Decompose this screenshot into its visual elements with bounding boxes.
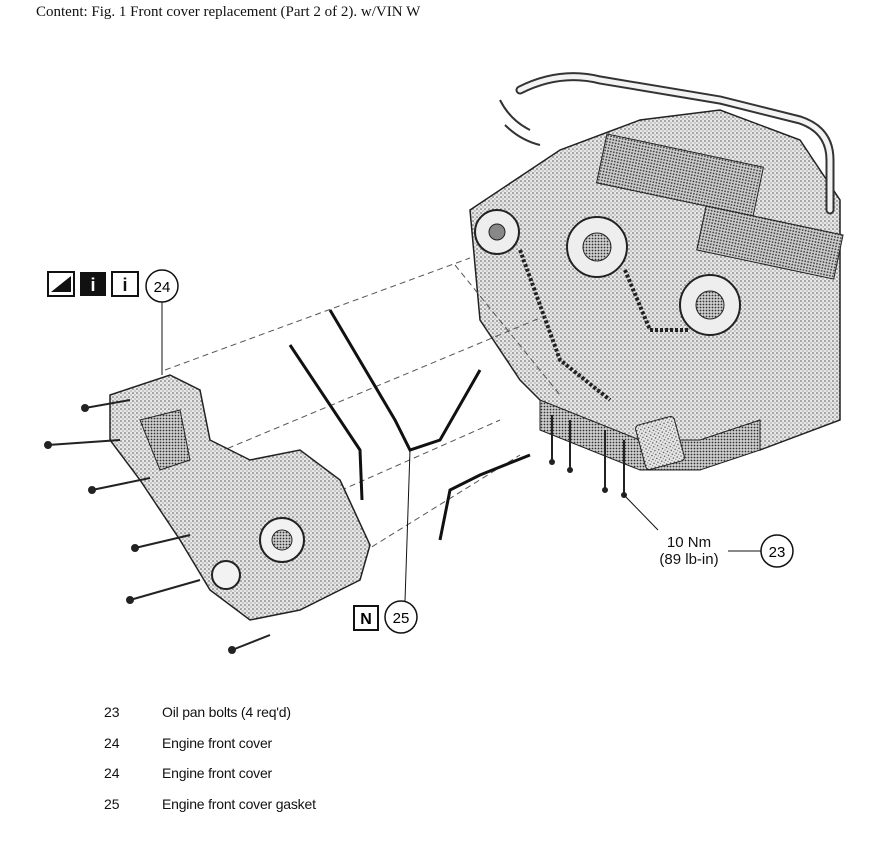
callout-25-circle — [384, 600, 418, 634]
info-outline-icon — [111, 271, 139, 297]
legend-row: 24 Engine front cover — [104, 765, 604, 796]
legend-description: Oil pan bolts (4 req'd) — [162, 704, 291, 720]
legend-number: 25 — [104, 795, 120, 812]
front-cover-bolts — [44, 399, 271, 654]
callout-24-number: 24 — [154, 279, 171, 296]
torque-metric: 10 Nm — [666, 534, 712, 551]
torque-spec: 10 Nm (89 lb-in) — [644, 534, 734, 568]
new-part-label: N — [360, 611, 372, 628]
legend-description: Engine front cover — [162, 765, 273, 781]
torque-imperial: (89 lb-in) — [659, 551, 719, 568]
alignment-lines — [164, 257, 561, 611]
legend-description: Engine front cover — [162, 734, 273, 751]
legend-number: 24 — [104, 765, 120, 781]
engine-front-cover — [109, 374, 371, 621]
callout-24-group: i i 24 — [47, 269, 179, 375]
legend-description: Engine front cover gasket — [162, 795, 316, 812]
info-outline-label: i — [122, 275, 127, 295]
parts-legend: 23 Oil pan bolts (4 req'd) 24 Engine fro… — [104, 704, 604, 826]
engine-diagram: i i 24 N 25 23 — [44, 72, 844, 654]
engine-block — [469, 72, 844, 498]
legend-row: 23 Oil pan bolts (4 req'd) — [104, 704, 604, 735]
callout-25-group: N 25 — [353, 449, 418, 634]
new-part-icon — [353, 605, 379, 631]
figure-caption: Content: Fig. 1 Front cover replacement … — [36, 4, 421, 20]
callout-25-number: 25 — [393, 610, 410, 627]
callout-23-circle — [760, 534, 794, 568]
callout-23-group: 23 — [623, 494, 794, 568]
info-filled-icon — [80, 272, 106, 296]
legend-row: 25 Engine front cover gasket — [104, 796, 604, 827]
callout-23-number: 23 — [769, 544, 786, 561]
legend-number: 23 — [104, 704, 120, 720]
legend-number: 24 — [104, 734, 120, 751]
info-filled-label: i — [90, 275, 95, 295]
legend-row: 24 Engine front cover — [104, 735, 604, 766]
